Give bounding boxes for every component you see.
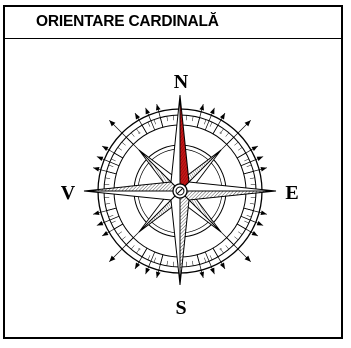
degree-tick [111, 221, 116, 223]
ray-arrowhead [156, 271, 161, 277]
degree-tick [244, 159, 249, 161]
ray-arrowhead [252, 231, 258, 236]
label-east: E [285, 182, 298, 204]
degree-tick [192, 116, 193, 121]
ray-arrowhead [220, 113, 225, 119]
degree-tick [167, 116, 168, 121]
ray-arrowhead [146, 268, 150, 274]
ray-arrowhead [93, 210, 99, 215]
degree-tick [204, 120, 206, 125]
ray-arrowhead [135, 113, 140, 119]
degree-tick [250, 203, 255, 204]
degree-tick [109, 165, 114, 167]
degree-tick [226, 133, 229, 137]
degree-tick [238, 232, 242, 235]
ray-arrowhead [199, 271, 204, 277]
degree-tick [109, 215, 114, 217]
ring-mark [138, 248, 140, 250]
ray-arrowhead [97, 221, 103, 225]
degree-tick [210, 255, 212, 260]
degree-tick [247, 165, 252, 167]
degree-tick [111, 159, 116, 161]
degree-tick [167, 261, 168, 266]
ring-mark [220, 132, 222, 134]
degree-tick [154, 258, 156, 263]
degree-tick [148, 255, 150, 260]
ray-arrowhead [102, 146, 108, 151]
label-north: N [174, 71, 189, 93]
label-south: S [175, 297, 186, 319]
degree-tick [250, 178, 255, 179]
degree-tick [122, 142, 126, 145]
ray-arrowhead [135, 263, 140, 269]
degree-tick [105, 178, 110, 179]
degree-tick [234, 142, 238, 145]
degree-tick [118, 232, 122, 235]
degree-tick [192, 261, 193, 266]
ray-arrowhead [199, 104, 204, 110]
ray-arrowhead [260, 210, 266, 215]
ray-arrowhead [146, 108, 150, 114]
degree-tick [131, 133, 134, 137]
ray-arrowhead [260, 167, 266, 172]
ray-arrowhead [102, 231, 108, 236]
ray-arrowhead [93, 167, 99, 172]
degree-tick [226, 245, 229, 249]
ray-arrowhead [210, 268, 214, 274]
ray-arrowhead [156, 104, 161, 110]
ray-arrowhead [220, 263, 225, 269]
ray-arrowhead [257, 221, 263, 225]
degree-tick [131, 245, 134, 249]
ring-mark [138, 132, 140, 134]
degree-tick [244, 221, 249, 223]
degree-tick [204, 258, 206, 263]
degree-tick [148, 122, 150, 127]
degree-tick [210, 122, 212, 127]
degree-tick [154, 120, 156, 125]
degree-tick [105, 203, 110, 204]
degree-tick [122, 237, 126, 240]
degree-tick [118, 147, 122, 150]
ray-arrowhead [257, 157, 263, 161]
degree-tick [234, 237, 238, 240]
label-west: V [61, 182, 76, 204]
ray-arrowhead [252, 146, 258, 151]
ring-mark [220, 248, 222, 250]
ray-arrowhead [210, 108, 214, 114]
ray-arrowhead [97, 157, 103, 161]
degree-tick [247, 215, 252, 217]
degree-tick [238, 147, 242, 150]
